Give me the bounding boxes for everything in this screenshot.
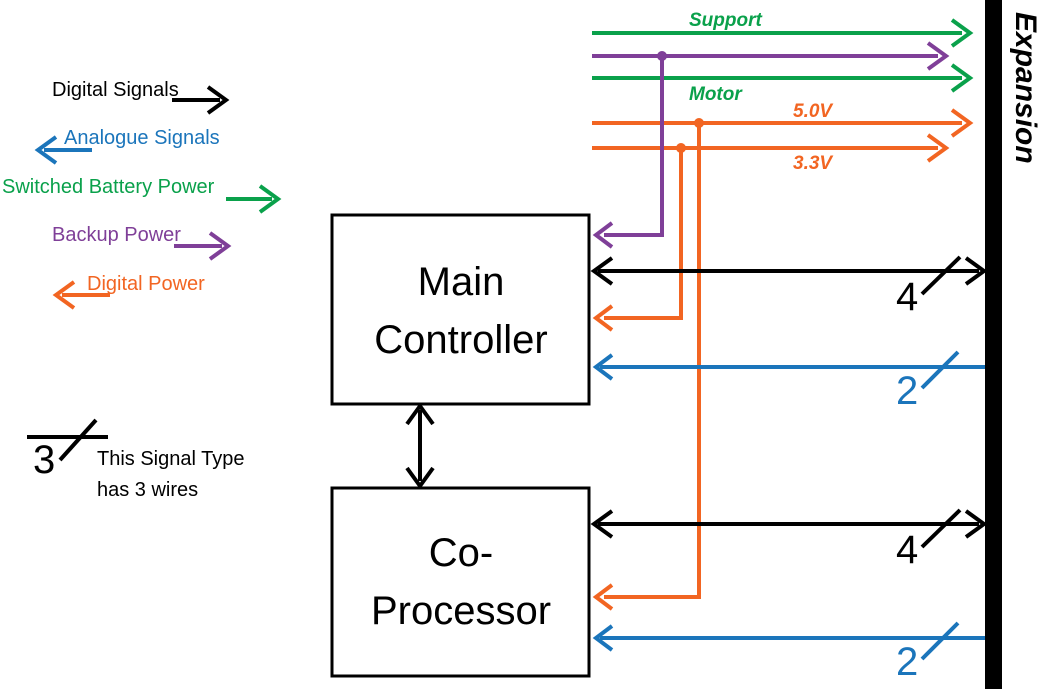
legend-analogue-label: Analogue Signals [64, 127, 220, 149]
support-label: Support [689, 10, 762, 31]
co-digital-count: 4 [896, 528, 918, 572]
main-controller-block [330, 213, 591, 406]
main-analogue-slash [920, 350, 960, 390]
main-digital-arrowhead-left [590, 256, 614, 286]
co-analogue-count: 2 [896, 640, 918, 684]
rail-5v-arrowhead [950, 108, 974, 138]
main-controller-label-line2: Controller [374, 318, 547, 362]
legend-wirecount-slash [58, 418, 98, 462]
backup-rail-arrowhead [926, 41, 950, 71]
rail-5v-tap-arrowhead [592, 583, 614, 611]
co-analogue-slash [920, 621, 960, 661]
expansion-label: Expansion [1009, 12, 1042, 164]
motor-label: Motor [689, 84, 743, 105]
rail-3v3-tap-wire [604, 148, 683, 320]
rail-5v-tap-wire [604, 123, 701, 599]
legend-wirecount-text-line1: This Signal Type [97, 448, 245, 470]
coprocessor-label-line2: Processor [371, 589, 551, 633]
main-digital-count: 4 [896, 275, 918, 319]
legend-wirecount-number: 3 [33, 438, 55, 482]
co-digital-arrowhead-left [590, 509, 614, 539]
legend-battery-label: Switched Battery Power [2, 176, 215, 198]
backup-tap-arrowhead [592, 221, 614, 249]
main-analogue-arrowhead [592, 353, 614, 381]
legend-analogue-arrowhead [34, 135, 58, 165]
rail-3v3-label: 3.3V [793, 153, 833, 174]
coprocessor-block [330, 486, 591, 678]
main-digital-arrowhead-right [964, 256, 988, 286]
legend-battery-arrowhead [258, 184, 282, 214]
inter-block-arrowhead-down [405, 466, 435, 490]
co-analogue-arrowhead [592, 624, 614, 652]
legend-wirecount-text-line2: has 3 wires [97, 479, 198, 501]
main-analogue-count: 2 [896, 369, 918, 413]
legend-digital-label: Digital Signals [52, 79, 179, 101]
coprocessor-label-line1: Co- [429, 531, 493, 575]
legend-digital-arrowhead [206, 85, 230, 115]
legend-power-arrowhead [52, 280, 76, 310]
expansion-bus-bar [985, 0, 1002, 689]
backup-tap-wire [604, 56, 664, 237]
co-digital-slash [920, 508, 962, 549]
legend-backup-arrowhead [208, 231, 232, 261]
co-digital-arrowhead-right [964, 509, 988, 539]
motor-rail-arrowhead [950, 63, 974, 93]
rail-3v3-tap-arrowhead [592, 304, 614, 332]
main-digital-slash [920, 255, 962, 296]
legend-backup-label: Backup Power [52, 224, 181, 246]
inter-block-arrowhead-up [405, 402, 435, 426]
legend-power-label: Digital Power [87, 273, 205, 295]
rail-5v-label: 5.0V [793, 101, 833, 122]
support-rail-arrowhead [950, 18, 974, 48]
rail-3v3-arrowhead [926, 133, 950, 163]
main-controller-label-line1: Main [418, 260, 505, 304]
